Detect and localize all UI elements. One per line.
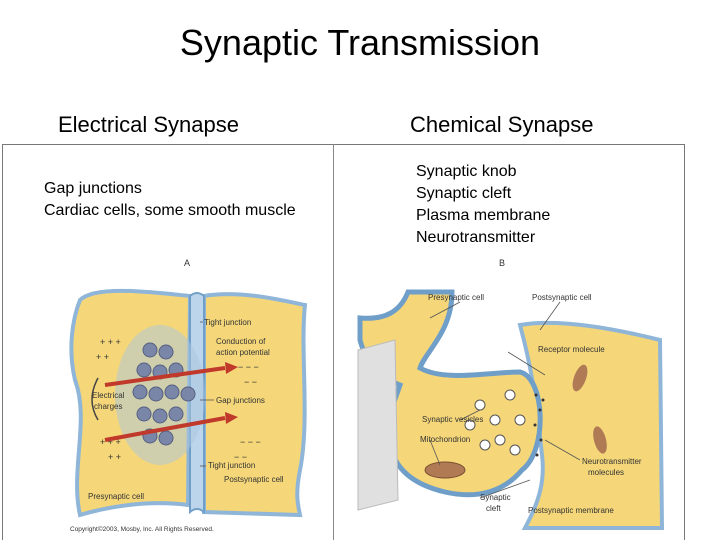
label-presynaptic-cell-b: Presynaptic cell bbox=[428, 293, 484, 302]
chemical-synapse-heading: Chemical Synapse bbox=[410, 112, 594, 137]
label-conduction-2: action potential bbox=[216, 348, 270, 357]
svg-text:+ +: + + bbox=[108, 452, 121, 462]
label-synaptic-vesicles: Synaptic vesicles bbox=[422, 415, 483, 424]
panel-b-leaders bbox=[429, 301, 581, 499]
postsynaptic-cell-shape bbox=[202, 292, 308, 518]
label-electrical-1: Electrical bbox=[92, 391, 125, 400]
conduction-arrows bbox=[104, 366, 226, 442]
electrical-synapse-notes: Gap junctions Cardiac cells, some smooth… bbox=[44, 178, 296, 222]
panel-a-leaders bbox=[200, 321, 214, 467]
right-bullet-4: Neurotransmitter bbox=[416, 229, 536, 246]
right-bullet-2: Synaptic cleft bbox=[416, 185, 512, 202]
label-presynaptic-cell-a: Presynaptic cell bbox=[88, 492, 144, 501]
svg-text:− − −: − − − bbox=[240, 437, 261, 447]
charge-symbols: + + + + + + + + + + − − − − − − − − − − bbox=[96, 337, 261, 462]
label-postsynaptic-cell-a: Postsynaptic cell bbox=[224, 475, 284, 484]
chemical-synapse-figure: B Presynapti bbox=[357, 258, 665, 530]
right-bullet-3: Plasma membrane bbox=[416, 207, 551, 224]
right-bullet-1: Synaptic knob bbox=[416, 163, 517, 180]
svg-text:+ +: + + bbox=[96, 352, 109, 362]
label-tight-junction-bottom: Tight junction bbox=[208, 461, 255, 470]
left-bullet-1: Gap junctions bbox=[44, 180, 142, 197]
left-bullet-2: Cardiac cells, some smooth muscle bbox=[44, 202, 296, 219]
label-gap-junctions: Gap junctions bbox=[216, 396, 265, 405]
label-postsynaptic-membrane: Postsynaptic membrane bbox=[528, 506, 614, 515]
label-tight-junction-top: Tight junction bbox=[204, 318, 251, 327]
label-electrical-2: charges bbox=[94, 402, 122, 411]
neurotransmitter-dots bbox=[533, 393, 545, 457]
label-mitochondrion: Mitochondrion bbox=[420, 435, 470, 444]
panel-a-letter: A bbox=[184, 258, 190, 268]
label-neurotransmitter-1: Neurotransmitter bbox=[582, 457, 642, 466]
copyright-text: Copyright©2003, Mosby, Inc. All Rights R… bbox=[70, 525, 214, 533]
label-synaptic-cleft-2: cleft bbox=[486, 504, 501, 513]
synaptic-vesicle-dots bbox=[464, 389, 526, 456]
electrical-synapse-heading: Electrical Synapse bbox=[58, 112, 239, 137]
chemical-synapse-notes: Synaptic knob Synaptic cleft Plasma memb… bbox=[416, 161, 550, 249]
svg-text:+ + +: + + + bbox=[100, 437, 121, 447]
svg-text:− − −: − − − bbox=[238, 362, 259, 372]
figure-frame bbox=[2, 144, 685, 540]
panel-b-letter: B bbox=[499, 258, 505, 268]
svg-text:+ + +: + + + bbox=[100, 337, 121, 347]
label-neurotransmitter-2: molecules bbox=[588, 468, 624, 477]
svg-text:− −: − − bbox=[244, 377, 257, 387]
mitochondrion-shape bbox=[424, 461, 466, 479]
figure-divider bbox=[333, 144, 334, 540]
label-receptor-molecule: Receptor molecule bbox=[538, 345, 605, 354]
electrical-synapse-figure: A + + + + + + + + + + − − − − − − − − − − bbox=[69, 258, 308, 533]
slide-title: Synaptic Transmission bbox=[179, 22, 541, 63]
neighbor-cell bbox=[357, 339, 399, 511]
svg-text:− −: − − bbox=[234, 452, 247, 462]
label-postsynaptic-cell-b: Postsynaptic cell bbox=[532, 293, 592, 302]
label-conduction-1: Conduction of bbox=[216, 337, 266, 346]
label-synaptic-cleft-1: Synaptic bbox=[480, 493, 511, 502]
